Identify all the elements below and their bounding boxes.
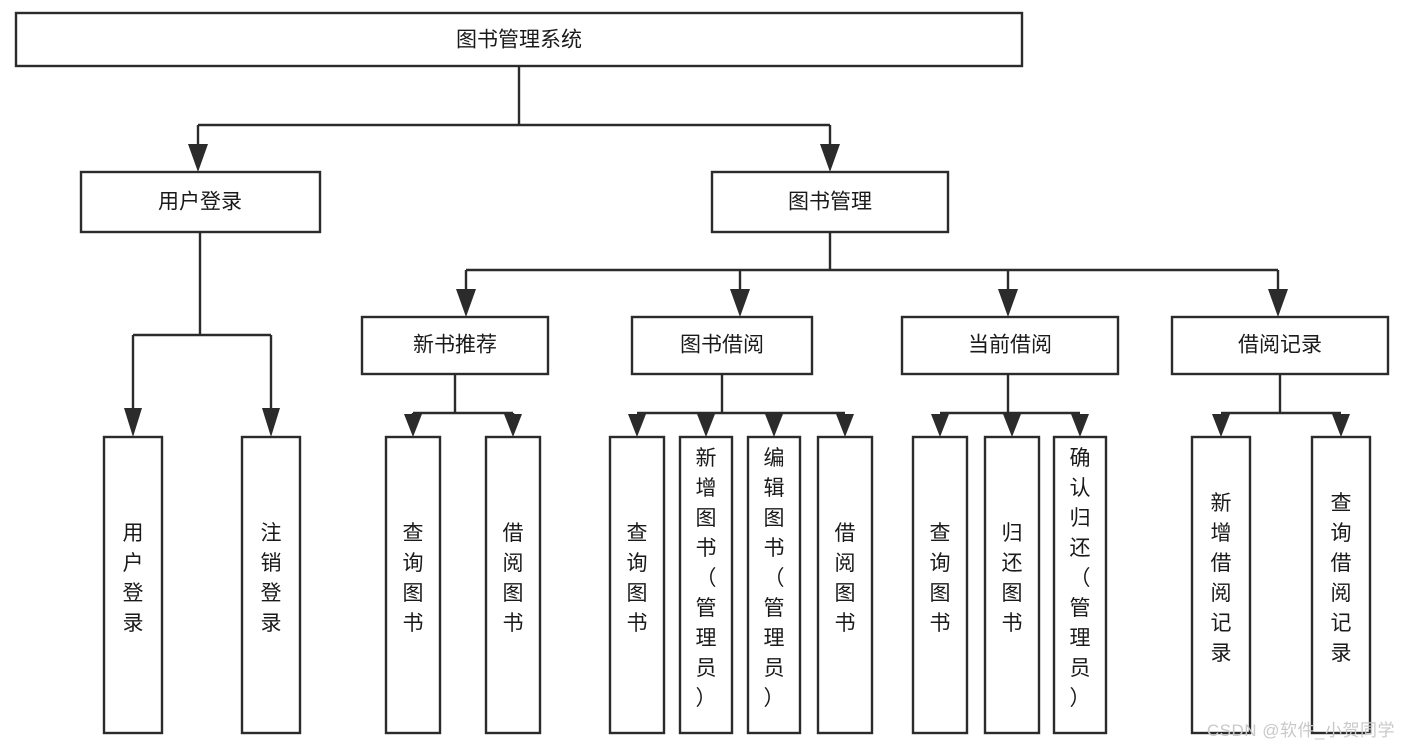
node-user-login-label: 用户登录 [158,191,242,214]
arrowhead-leaf-query-book-2 [628,414,646,437]
arrowhead-leaf-confirm-return [1071,414,1089,437]
leaf-query-record-label: 查询借阅记录 [1331,492,1352,665]
leaf-return-book-box[interactable] [983,435,1041,735]
leaf-query-book-1[interactable]: 查询图书 [384,435,442,735]
arrowhead-new-rec [456,289,476,317]
leaf-user-login[interactable]: 用户登录 [102,435,164,735]
leaf-query-book-3-label: 查询图书 [930,522,951,635]
node-root[interactable]: 图书管理系统 [14,11,1024,68]
leaf-confirm-return-box[interactable] [1052,435,1108,735]
node-root-label: 图书管理系统 [456,29,582,52]
leaf-user-login-box[interactable] [102,435,164,735]
arrowhead-current [998,289,1018,317]
leaf-query-book-2-box[interactable] [608,435,666,735]
arrowhead-leaf-query-record [1332,414,1350,437]
leaf-borrow-book-2[interactable]: 借阅图书 [816,435,874,735]
node-current-borrow[interactable]: 当前借阅 [900,315,1120,376]
node-book-borrow-box[interactable] [630,315,814,376]
node-book-borrow-label: 图书借阅 [680,334,764,357]
leaf-add-record[interactable]: 新增借阅记录 [1190,435,1252,735]
arrowhead-user-login [188,144,208,172]
arrowhead-leaf-edit-book [765,414,783,437]
node-current-borrow-label: 当前借阅 [968,334,1052,357]
arrowhead-leaf-query-book-1 [404,414,422,437]
node-new-book-recommend[interactable]: 新书推荐 [360,315,550,376]
leaf-add-record-label: 新增借阅记录 [1211,492,1232,665]
arrowhead-records [1268,289,1288,317]
node-new-book-recommend-label: 新书推荐 [413,334,497,357]
node-borrow-records-box[interactable] [1170,315,1390,376]
node-user-login-box[interactable] [79,170,322,234]
leaf-edit-book-label: 编辑图书（管理员） [764,447,785,710]
leaf-query-record[interactable]: 查询借阅记录 [1310,435,1372,735]
leaf-user-logout-label: 注销登录 [261,522,282,635]
arrowhead-leaf-user-logout [262,408,280,437]
leaf-edit-book[interactable]: 编辑图书（管理员） [746,435,802,735]
leaf-user-logout[interactable]: 注销登录 [240,435,302,735]
arrowhead-leaf-return-book [1003,414,1021,437]
node-user-login[interactable]: 用户登录 [79,170,322,234]
leaf-add-book-label: 新增图书（管理员） [696,447,717,710]
node-root-box[interactable] [14,11,1024,68]
leaf-user-login-label: 用户登录 [123,522,144,635]
leaf-return-book[interactable]: 归还图书 [983,435,1041,735]
node-layer: 图书管理系统 用户登录 图书管理 新书推荐 图书借阅 当前 [14,11,1390,735]
arrowhead-borrow [730,289,750,317]
leaf-confirm-return-label: 确认归还（管理员） [1070,447,1091,710]
node-new-book-recommend-box[interactable] [360,315,550,376]
leaf-query-book-2[interactable]: 查询图书 [608,435,666,735]
arrowhead-leaf-add-book [697,414,715,437]
arrowhead-leaf-add-record [1212,414,1230,437]
leaf-borrow-book-2-box[interactable] [816,435,874,735]
leaf-query-book-1-box[interactable] [384,435,442,735]
node-current-borrow-box[interactable] [900,315,1120,376]
leaf-borrow-book-1-box[interactable] [484,435,542,735]
arrowhead-leaf-borrow-book-1 [504,414,522,437]
node-borrow-records[interactable]: 借阅记录 [1170,315,1390,376]
leaf-borrow-book-1-label: 借阅图书 [503,522,524,635]
arrowhead-leaf-borrow-book-2 [836,414,854,437]
node-borrow-records-label: 借阅记录 [1238,334,1322,357]
leaf-query-book-3-box[interactable] [911,435,969,735]
leaf-borrow-book-2-label: 借阅图书 [835,522,856,635]
node-book-management-label: 图书管理 [788,191,872,214]
leaf-query-record-box[interactable] [1310,435,1372,735]
leaf-add-book-box[interactable] [678,435,734,735]
leaf-return-book-label: 归还图书 [1002,522,1023,635]
leaf-add-record-box[interactable] [1190,435,1252,735]
leaf-edit-book-box[interactable] [746,435,802,735]
node-book-borrow[interactable]: 图书借阅 [630,315,814,376]
leaf-user-logout-box[interactable] [240,435,302,735]
leaf-borrow-book-1[interactable]: 借阅图书 [484,435,542,735]
arrowhead-book-mgmt [820,144,840,172]
arrowhead-leaf-query-book-3 [931,414,949,437]
arrowhead-leaf-user-login [124,408,142,437]
leaf-add-book[interactable]: 新增图书（管理员） [678,435,734,735]
leaf-query-book-3[interactable]: 查询图书 [911,435,969,735]
leaf-confirm-return[interactable]: 确认归还（管理员） [1052,435,1108,735]
leaf-query-book-2-label: 查询图书 [627,522,648,635]
node-book-management[interactable]: 图书管理 [710,170,950,234]
connector-layer [124,66,1350,437]
leaf-query-book-1-label: 查询图书 [403,522,424,635]
node-book-management-box[interactable] [710,170,950,234]
